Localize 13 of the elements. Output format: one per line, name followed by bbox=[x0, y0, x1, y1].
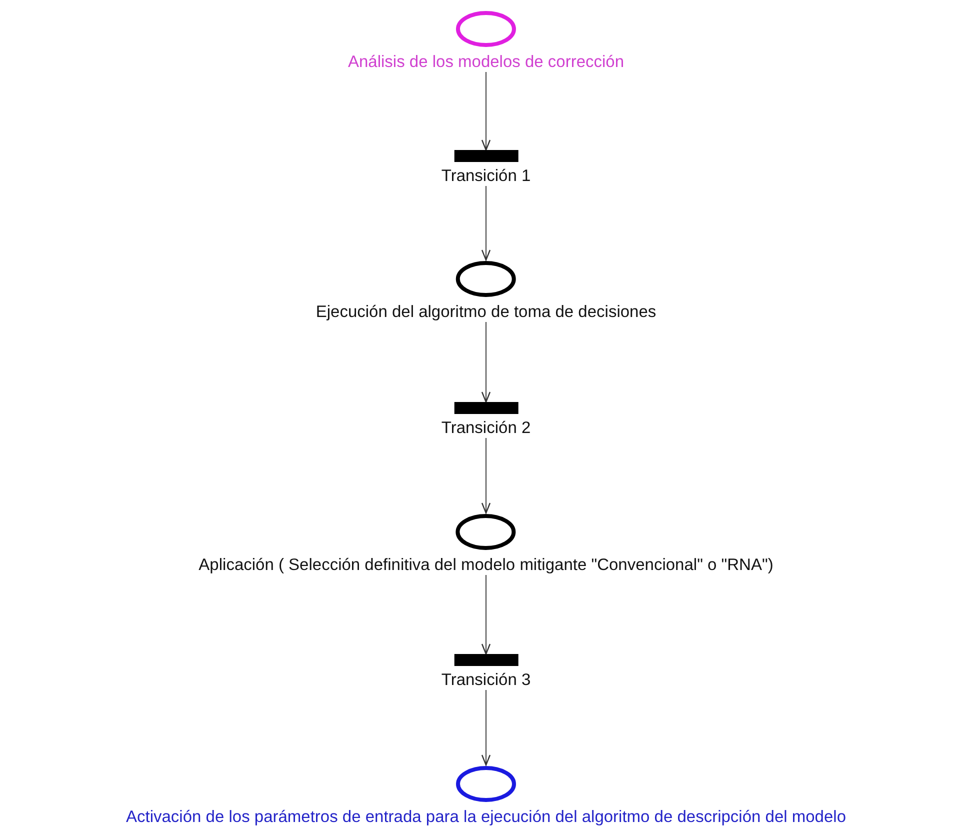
arrow bbox=[481, 322, 491, 403]
node-caption: Transición 3 bbox=[441, 670, 531, 690]
arrow bbox=[481, 438, 491, 514]
arrow bbox=[481, 186, 491, 261]
node-caption: Transición 1 bbox=[441, 166, 531, 186]
node-caption: Ejecución del algoritmo de toma de decisiones bbox=[316, 302, 656, 322]
node-caption: Análisis de los modelos de corrección bbox=[348, 52, 624, 72]
node-caption: Activación de los parámetros de entrada para la ejecución del algoritmo de descripción del modelo bbox=[126, 807, 846, 827]
arrow bbox=[481, 72, 491, 151]
arrow bbox=[481, 690, 491, 766]
arrow bbox=[481, 574, 491, 655]
node-caption: Transición 2 bbox=[441, 418, 531, 438]
node-caption: Aplicación ( Selección definitiva del modelo mitigante "Convencional" o "RNA") bbox=[198, 555, 774, 575]
